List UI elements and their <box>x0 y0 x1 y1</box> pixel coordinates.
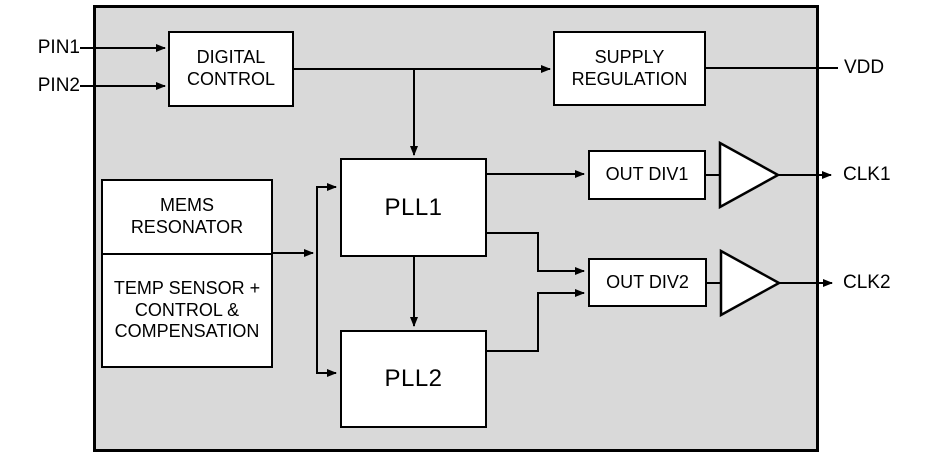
pin1-label: PIN1 <box>37 37 80 58</box>
out-div1-block: OUT DIV1 <box>588 150 706 200</box>
mems-resonator-section: MEMS RESONATOR <box>103 181 271 255</box>
pll1-block: PLL1 <box>340 158 487 257</box>
out-div2-label: OUT DIV2 <box>606 271 689 292</box>
clk1-label: CLK1 <box>843 164 891 185</box>
pin2-label: PIN2 <box>37 75 80 96</box>
vdd-label: VDD <box>844 57 885 78</box>
out-div2-block: OUT DIV2 <box>588 258 707 307</box>
pll2-block: PLL2 <box>340 330 487 428</box>
digital-control-block: DIGITAL CONTROL <box>168 31 294 107</box>
temp-sensor-label: TEMP SENSOR + CONTROL & COMPENSATION <box>113 277 261 342</box>
temp-sensor-section: TEMP SENSOR + CONTROL & COMPENSATION <box>103 255 271 366</box>
digital-control-label: DIGITAL CONTROL <box>186 47 275 89</box>
mems-resonator-label: MEMS RESONATOR <box>130 195 244 237</box>
supply-regulation-label: SUPPLY REGULATION <box>571 46 688 89</box>
clk2-label: CLK2 <box>843 272 891 293</box>
pll2-label: PLL2 <box>384 365 443 393</box>
pll1-label: PLL1 <box>384 193 443 221</box>
supply-regulation-block: SUPPLY REGULATION <box>553 31 706 106</box>
out-div1-label: OUT DIV1 <box>605 164 689 185</box>
mems-block: MEMS RESONATOR TEMP SENSOR + CONTROL & C… <box>101 179 273 368</box>
